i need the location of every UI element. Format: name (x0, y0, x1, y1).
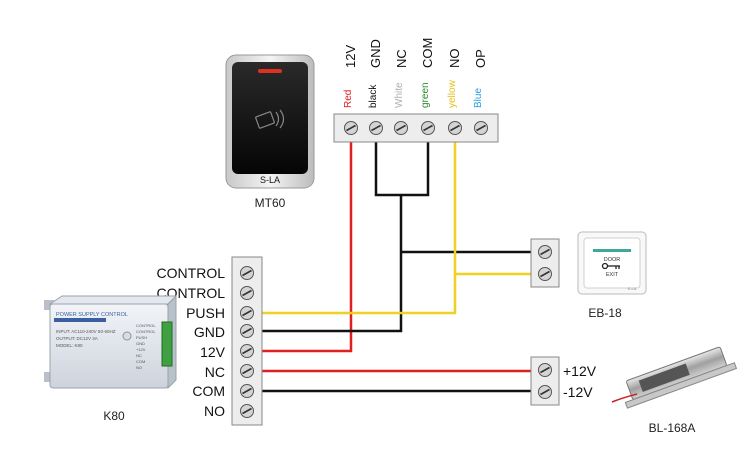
lock-name: BL-168A (649, 421, 696, 435)
wire-black-gnd (374, 139, 430, 197)
psu-terminal-12v: 12V (200, 344, 226, 360)
reader-name: MT60 (255, 196, 286, 210)
reader-logo: S-LA (260, 175, 280, 185)
psu-screw-terminal (240, 384, 254, 398)
psu-panel-line-1: INPUT: AC110-240V 50-60HZ (56, 329, 116, 334)
reader-terminal-labels: 12V GND NC COM NO OP (343, 38, 488, 68)
reader-terminal-no: NO (447, 49, 462, 69)
reader-screw-terminal (344, 121, 358, 135)
reader-terminal-block (333, 113, 499, 143)
psu-screw-terminal (240, 286, 254, 300)
reader-screw-terminal (421, 121, 435, 135)
reader-screw-terminal (394, 121, 408, 135)
exit-button-face-bottom: EXIT (606, 272, 619, 278)
psu-terminal-push: PUSH (186, 305, 225, 321)
psu-side-label: NO (136, 365, 142, 370)
psu-terminal-control-1: CONTROL (157, 265, 226, 281)
psu-led-icon (122, 331, 132, 341)
lock-cable (611, 393, 638, 403)
psu-side-label: PUSH (136, 335, 147, 340)
reader-terminal-com: COM (420, 38, 435, 68)
psu-green-connector (161, 321, 173, 367)
electric-bolt-lock: BL-168A (611, 346, 738, 435)
psu-screw-terminal (240, 344, 254, 358)
lock-terminal-labels: +12V -12V (563, 363, 597, 400)
psu-side-label: +12V (136, 347, 146, 352)
wire-yellow-push (262, 139, 457, 315)
exit-screw-terminal (538, 267, 552, 281)
psu-screw-terminal (240, 266, 254, 280)
lock-terminal-block (530, 356, 560, 406)
wire-black-gnd-trunk (262, 195, 403, 333)
psu-panel-title: POWER SUPPLY CONTROL (56, 312, 128, 318)
psu-screw-terminal (240, 306, 254, 320)
psu-terminal-com: COM (192, 383, 225, 399)
psu-side-label: COM (136, 359, 145, 364)
wire-color-black: black (368, 84, 379, 108)
psu-panel-line-3: MODEL: K80 (56, 343, 83, 348)
psu-side-label: NC (136, 353, 142, 358)
power-supply: POWER SUPPLY CONTROL INPUT: AC110-240V 5… (44, 294, 178, 423)
exit-screw-terminal (538, 245, 552, 259)
lock-screw-terminal (538, 385, 552, 399)
wire-color-blue: Blue (473, 88, 484, 108)
reader-wire-color-labels: Red black White green yellow Blue (343, 79, 484, 108)
psu-name: K80 (103, 409, 125, 423)
reader-screw-terminal (474, 121, 488, 135)
reader-screw-terminal (448, 121, 462, 135)
reader-terminal-nc: NC (394, 49, 409, 68)
psu-screw-terminal (240, 364, 254, 378)
psu-terminal-gnd: GND (194, 324, 225, 340)
reader-terminal-12v: 12V (343, 45, 358, 68)
exit-button-face-top: DOOR (604, 257, 621, 263)
wire-color-green: green (420, 82, 431, 108)
card-reader: S-LA MT60 (225, 54, 315, 210)
reader-screw-terminal (369, 121, 383, 135)
lock-screw-terminal (538, 363, 552, 377)
psu-terminal-block (231, 256, 263, 426)
wire-color-red: Red (343, 90, 354, 108)
wires (262, 139, 531, 393)
key-icon (601, 262, 620, 270)
wire-color-yellow: yellow (447, 79, 458, 108)
psu-side-label: CONTROL (136, 323, 156, 328)
wire-red-12v (262, 139, 353, 353)
exit-button-name: EB-18 (588, 306, 622, 320)
wire-color-white: White (394, 82, 405, 108)
card-tap-icon (255, 109, 285, 129)
psu-side-label: CONTROL (136, 329, 156, 334)
psu-screw-terminal (240, 324, 254, 338)
lock-terminal-plus: +12V (563, 363, 597, 379)
reader-terminal-gnd: GND (368, 39, 383, 68)
lock-terminal-minus: -12V (563, 384, 593, 400)
exit-button: DOOR EXIT S-LA EB-18 (577, 231, 647, 320)
exit-button-terminal-block (530, 238, 560, 288)
psu-side-label: GND (136, 341, 145, 346)
psu-panel-line-2: OUTPUT: DC12V 3A (56, 336, 98, 341)
psu-screw-terminal (240, 404, 254, 418)
exit-button-logo: S-LA (628, 286, 637, 291)
reader-terminal-op: OP (473, 49, 488, 68)
psu-terminal-nc: NC (205, 364, 225, 380)
psu-terminal-no: NO (204, 403, 225, 419)
